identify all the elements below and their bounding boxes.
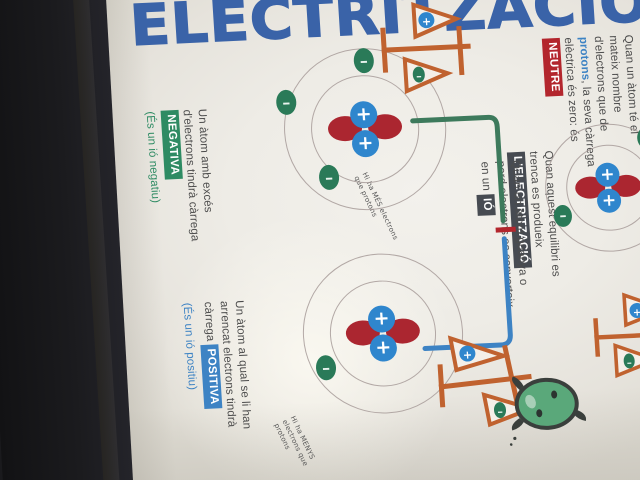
nucleus: + + [345, 304, 421, 363]
proton: + [351, 129, 380, 158]
flag-negative [412, 66, 425, 83]
badge-negativa: NEGATIVA [160, 109, 183, 180]
proton: + [369, 333, 398, 363]
flag-positive [418, 12, 435, 29]
nucleus: + + [574, 162, 640, 214]
negative-text: Un àtom amb excés d'electrons tindrà càr… [180, 108, 215, 242]
page-content: ELECTRITZACIÓ Quan un àtom té el mateix … [75, 0, 640, 480]
flag-negative [623, 353, 635, 369]
handwritten-note-fewer-electrons: Hi ha MENYS electrons que protons [272, 414, 317, 468]
scale-icon-neutral-top: + – [380, 1, 471, 95]
bracket-positive [422, 236, 513, 352]
flag-positive [459, 345, 476, 362]
nucleus: + + [327, 100, 403, 159]
badge-positiva: POSITIVA [200, 344, 223, 410]
flag-negative [494, 402, 507, 419]
svg-text:–: – [416, 69, 422, 82]
neutral-keyword-protons: protons [576, 36, 592, 81]
scale-icon-positive: + – [437, 335, 538, 428]
svg-text:–: – [627, 358, 633, 369]
proton: + [596, 188, 622, 214]
flag-positive [629, 303, 640, 319]
svg-text:–: – [497, 405, 503, 418]
svg-text:+: + [421, 15, 431, 28]
badge-neutre: NEUTRE [541, 37, 564, 97]
scale-icon-neutral-right: + – [593, 292, 640, 379]
positive-ion-text-block: Un àtom al qual se li han arrencat elect… [179, 300, 255, 443]
bracket-negative [410, 114, 506, 224]
neutral-text-before: Quan un àtom té el mateix nombre d'elect… [591, 34, 640, 135]
mascot-creature-icon [509, 376, 587, 446]
svg-text:+: + [633, 307, 640, 318]
svg-text:+: + [462, 348, 472, 361]
atom-neutral: + + – – [540, 120, 640, 256]
negative-ion-text-block: Un àtom amb excés d'electrons tindrà càr… [142, 109, 218, 252]
connector-brackets [410, 114, 516, 352]
connector-dash [495, 226, 516, 233]
